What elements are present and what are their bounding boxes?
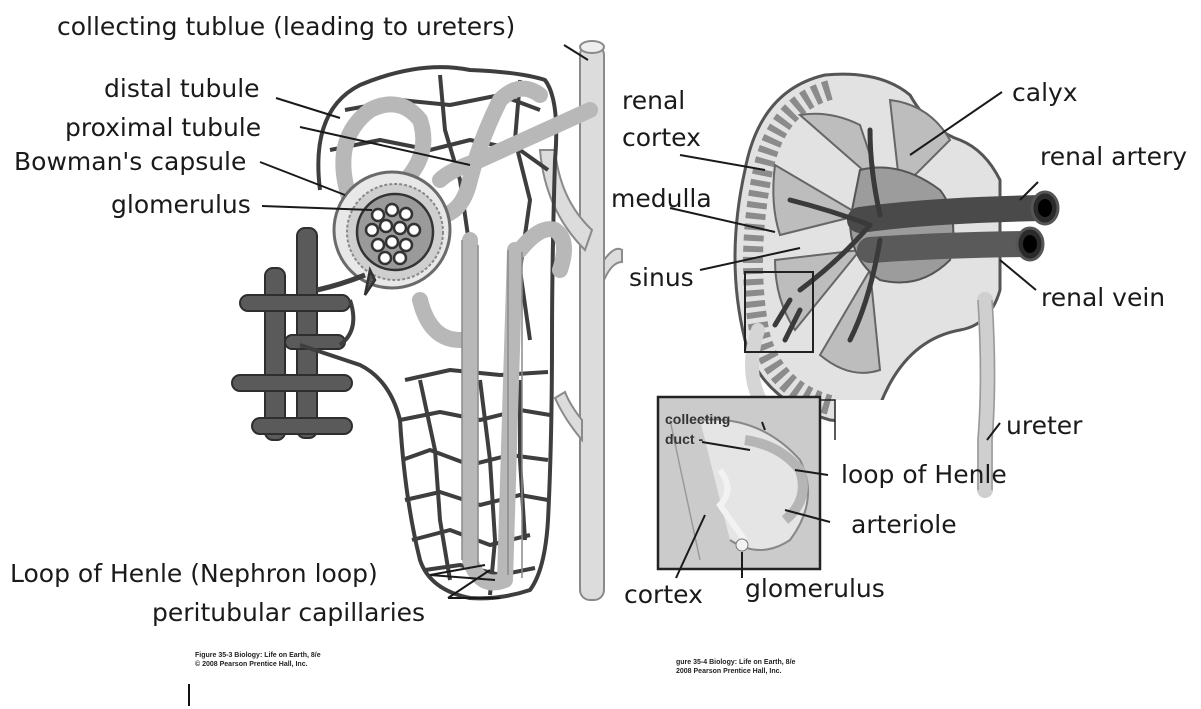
label-collecting-tubule: collecting tublue (leading to ureters) xyxy=(57,14,515,39)
figure-credit-right: gure 35-4 Biology: Life on Earth, 8/e 20… xyxy=(676,659,795,677)
figure-credit-right-line2: 2008 Pearson Prentice Hall, Inc. xyxy=(676,668,795,677)
label-renal: renal xyxy=(622,88,685,113)
label-medulla: medulla xyxy=(611,186,712,211)
text-cursor xyxy=(188,684,190,706)
afferent-arteriole xyxy=(317,275,365,290)
label-renal-vein: renal vein xyxy=(1041,285,1165,310)
label-peritubular-capillaries: peritubular capillaries xyxy=(152,600,425,625)
label-loop-of-henle-nephron: Loop of Henle (Nephron loop) xyxy=(10,561,378,586)
label-cortex: cortex xyxy=(622,125,701,150)
kidney-illustration xyxy=(658,74,1058,569)
label-glomerulus-inset: glomerulus xyxy=(745,576,885,601)
label-bowmans-capsule: Bowman's capsule xyxy=(14,149,246,174)
label-calyx: calyx xyxy=(1012,80,1078,105)
label-cortex-inset: cortex xyxy=(624,582,703,607)
label-loop-of-henle-inset: loop of Henle xyxy=(841,462,1007,487)
label-arteriole: arteriole xyxy=(851,512,957,537)
figure-credit-right-line1: gure 35-4 Biology: Life on Earth, 8/e xyxy=(676,659,795,668)
label-sinus: sinus xyxy=(629,265,694,290)
renal-blood-vessels xyxy=(232,228,352,440)
label-collecting: collecting xyxy=(665,412,730,426)
label-distal-tubule: distal tubule xyxy=(104,76,260,101)
label-duct: duct - xyxy=(665,432,703,446)
label-proximal-tubule: proximal tubule xyxy=(65,115,261,140)
figure-credit-left-line2: © 2008 Pearson Prentice Hall, Inc. xyxy=(195,661,321,670)
label-ureter: ureter xyxy=(1006,413,1082,438)
figure-credit-left: Figure 35-3 Biology: Life on Earth, 8/e … xyxy=(195,652,321,670)
nephron-illustration xyxy=(232,41,622,600)
label-glomerulus-nephron: glomerulus xyxy=(111,192,251,217)
label-renal-artery: renal artery xyxy=(1040,144,1187,169)
figure-credit-left-line1: Figure 35-3 Biology: Life on Earth, 8/e xyxy=(195,652,321,661)
